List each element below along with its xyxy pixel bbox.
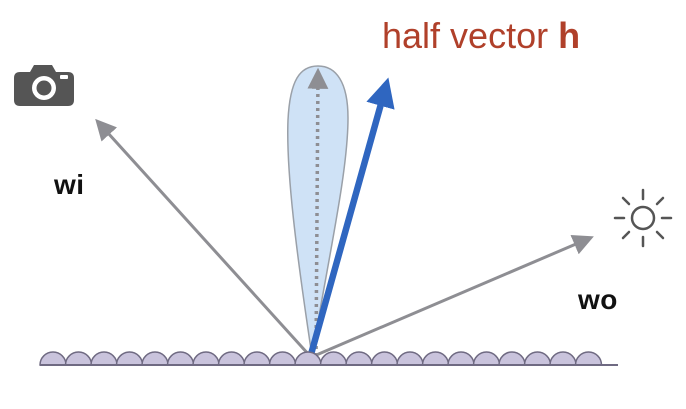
microfacet-bump	[192, 351, 220, 366]
microfacet-bump	[523, 351, 552, 366]
surface-normal-arrow	[307, 67, 329, 357]
microfacet-bump	[115, 351, 144, 366]
microfacet-bump	[396, 351, 424, 366]
microfacet-bump	[549, 351, 577, 366]
microfacet-bump	[498, 351, 526, 366]
half-vector-arrow	[306, 77, 395, 359]
half-vector-label: half vector h	[382, 18, 580, 54]
camera-icon	[14, 65, 74, 106]
microfacet-bump	[447, 351, 475, 366]
microfacet-bump	[345, 351, 373, 366]
wi-arrow	[95, 118, 312, 358]
microfacet-bump	[166, 351, 195, 366]
microfacet-bump	[64, 351, 93, 366]
microfacet-bump	[319, 351, 348, 366]
microfacet-bump	[217, 351, 246, 366]
sun-icon	[613, 188, 673, 248]
microfacet-bump	[268, 351, 297, 366]
microfacet-bump	[574, 351, 603, 366]
half-vector-symbol: h	[558, 15, 581, 56]
wo-label: wo	[578, 284, 618, 315]
microfacet-bump	[141, 351, 169, 366]
wi-label: wi	[54, 169, 85, 200]
microfacet-bump	[39, 351, 67, 366]
microfacet-bump	[243, 351, 271, 366]
microfacet-bump	[90, 351, 118, 366]
half-vector-label-text: half vector	[382, 15, 549, 56]
microfacet-bump	[370, 351, 399, 366]
microfacet-bump	[421, 351, 450, 366]
microfacet-surface	[39, 351, 603, 366]
microfacet-bump	[472, 351, 501, 366]
specular-lobe	[287, 65, 349, 357]
wo-arrow	[313, 234, 594, 358]
